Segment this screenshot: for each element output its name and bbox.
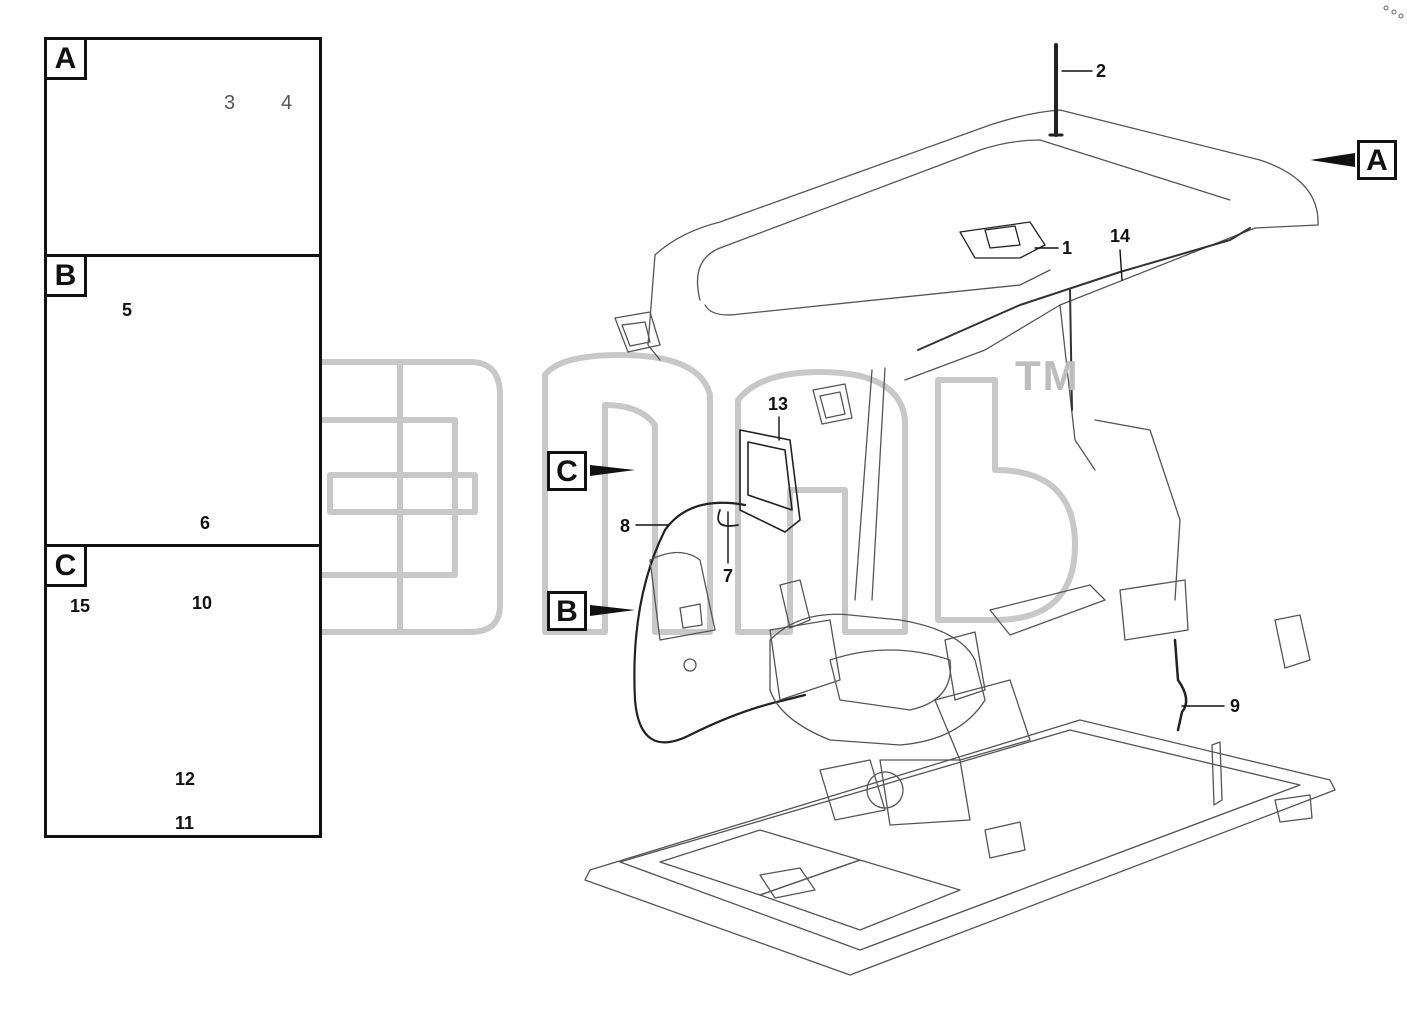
callout-14: 14 (1110, 226, 1131, 246)
callout-5: 5 (122, 300, 133, 320)
main-view-drawing (584, 43, 1336, 976)
detail-panel-c: C (44, 544, 322, 838)
panel-a-label: A (47, 40, 87, 80)
callout-8: 8 (620, 516, 631, 536)
detail-panel-b: B (44, 254, 322, 547)
view-flag-b: B (547, 591, 587, 631)
view-flag-c: C (547, 451, 587, 491)
callout-6: 6 (200, 513, 211, 533)
callout-4: 4 (281, 92, 293, 114)
callout-15: 15 (70, 596, 91, 616)
callout-9: 9 (1230, 696, 1241, 716)
view-flag-a: A (1357, 140, 1397, 180)
corner-mark-icon (1383, 5, 1404, 19)
detail-panel-a: A (44, 37, 322, 257)
callout-7: 7 (723, 566, 734, 586)
panel-b-label: B (47, 257, 87, 297)
callout-11: 11 (175, 813, 195, 833)
callout-3: 3 (224, 92, 236, 114)
panel-c-label: C (47, 547, 87, 587)
callout-2: 2 (1096, 61, 1107, 81)
view-arrows (590, 153, 1355, 616)
callout-12: 12 (175, 769, 196, 789)
callout-10: 10 (192, 593, 213, 613)
watermark-logo (297, 352, 1078, 635)
watermark-tm: TM (1015, 352, 1080, 399)
callout-13: 13 (768, 394, 789, 414)
callout-1: 1 (1062, 238, 1073, 258)
